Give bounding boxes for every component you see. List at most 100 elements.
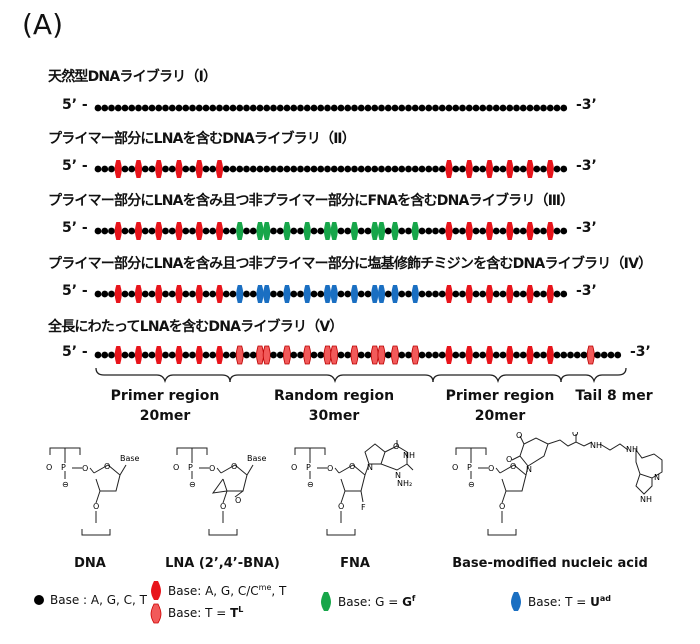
oxygen-label: O bbox=[338, 502, 344, 511]
dna-nucleotide bbox=[499, 351, 507, 359]
legend-mod-bold: U bbox=[590, 595, 600, 609]
dna-nucleotide bbox=[236, 165, 244, 173]
modified-blue-icon bbox=[511, 592, 521, 611]
lna-nucleotide bbox=[506, 285, 514, 303]
brace-tail bbox=[560, 367, 627, 384]
dna-nucleotide bbox=[290, 227, 298, 235]
lna-nucleotide bbox=[134, 160, 143, 178]
dna-nucleotide bbox=[425, 351, 433, 359]
dna-nucleotide bbox=[182, 351, 190, 359]
legend-lna-t-sup: L bbox=[238, 605, 244, 614]
dna-nucleotide bbox=[357, 227, 365, 235]
dna-nucleotide bbox=[371, 165, 379, 173]
oxygen-label: O bbox=[327, 464, 333, 473]
legend-fna-sup: f bbox=[411, 594, 416, 603]
dna-nucleotide bbox=[216, 104, 223, 112]
dna-label: DNA bbox=[74, 556, 106, 571]
fna-structure: P O ⊖ O O O F N O NH N NH₂ bbox=[291, 440, 415, 536]
three-prime-end: -3’ bbox=[630, 344, 651, 360]
minus-charge: ⊖ bbox=[468, 480, 475, 489]
dna-nucleotide bbox=[141, 351, 149, 359]
dna-nucleotide bbox=[344, 104, 352, 112]
region-name: Primer region bbox=[445, 388, 555, 404]
lna-nucleotide bbox=[526, 285, 534, 303]
dna-nucleotide bbox=[222, 227, 230, 235]
dna-nucleotide bbox=[243, 227, 250, 235]
dna-nucleotide bbox=[607, 351, 615, 359]
dna-nucleotide bbox=[513, 104, 520, 112]
legend-mod-text: Base: T = bbox=[528, 595, 591, 609]
legend-lna-sup: me bbox=[258, 583, 272, 592]
brace-primer-3 bbox=[432, 374, 562, 384]
legend-dna: Base : A, G, C, T bbox=[50, 593, 147, 607]
legend-lna-t: Base: T = TL bbox=[168, 605, 243, 620]
dna-nucleotide bbox=[479, 165, 487, 173]
legend-modified: Base: T = Uad bbox=[528, 594, 611, 609]
dna-nucleotide bbox=[459, 227, 466, 235]
dna-nucleotide bbox=[614, 351, 622, 359]
dna-nucleotide bbox=[567, 351, 574, 359]
dna-nucleotide bbox=[276, 165, 284, 173]
lna-nucleotide bbox=[485, 160, 494, 178]
lna-nucleotide bbox=[134, 346, 143, 364]
dna-nucleotide bbox=[533, 165, 541, 173]
dna-nucleotide bbox=[101, 165, 109, 173]
dna-nucleotide bbox=[600, 351, 608, 359]
legend-lna-text: Base: A, G, C/C bbox=[168, 584, 259, 598]
dna-nucleotide bbox=[317, 104, 325, 112]
dna-nucleotide bbox=[141, 104, 149, 112]
dna-nucleotide bbox=[553, 104, 561, 112]
dna-nucleotide bbox=[297, 165, 304, 173]
lna-nucleotide bbox=[195, 222, 203, 240]
dna-nucleotide bbox=[472, 227, 480, 235]
lna-nucleotide bbox=[195, 285, 203, 303]
dna-nucleotide bbox=[249, 165, 257, 173]
dna-nucleotide bbox=[209, 290, 217, 298]
lna-nucleotide bbox=[465, 346, 473, 364]
dna-structure: P O ⊖ O O O Base bbox=[46, 447, 140, 536]
library-strand-4 bbox=[94, 285, 568, 303]
dna-nucleotide bbox=[249, 227, 257, 235]
fna-nucleotide bbox=[236, 222, 244, 240]
dna-nucleotide bbox=[357, 104, 365, 112]
panel-label: (A) bbox=[22, 8, 64, 41]
dna-nucleotide bbox=[432, 165, 439, 173]
dna-nucleotide bbox=[270, 290, 277, 298]
dna-nucleotide bbox=[276, 104, 284, 112]
dna-nucleotide bbox=[398, 104, 406, 112]
dna-nucleotide bbox=[168, 165, 176, 173]
lna-nucleotide bbox=[215, 285, 224, 303]
dna-nucleotide bbox=[317, 351, 325, 359]
oxygen-label: O bbox=[516, 432, 522, 440]
fna-nucleotide bbox=[263, 222, 271, 240]
dna-nucleotide bbox=[553, 290, 561, 298]
dna-nucleotide bbox=[243, 104, 250, 112]
fna-nucleotide bbox=[350, 222, 359, 240]
dna-nucleotide bbox=[391, 104, 399, 112]
dna-nucleotide bbox=[330, 104, 338, 112]
dna-nucleotide bbox=[540, 351, 547, 359]
lna-nucleotide bbox=[215, 222, 224, 240]
fna-nucleotide bbox=[330, 222, 338, 240]
dna-nucleotide bbox=[330, 165, 338, 173]
dna-nucleotide bbox=[310, 351, 318, 359]
h-label: H bbox=[646, 495, 652, 504]
base-label: Base bbox=[247, 454, 267, 463]
fluorine-label: F bbox=[361, 503, 366, 512]
lna-nucleotide bbox=[445, 160, 453, 178]
dna-nucleotide bbox=[162, 227, 169, 235]
lna-nucleotide bbox=[445, 222, 453, 240]
fna-label: FNA bbox=[340, 556, 370, 571]
library-strand-2 bbox=[94, 160, 568, 178]
oxygen-label: O bbox=[82, 464, 88, 473]
modified-nucleotide bbox=[411, 285, 419, 303]
lna-t-nucleotide bbox=[586, 345, 595, 365]
dna-nucleotide bbox=[344, 227, 352, 235]
dna-nucleotide bbox=[425, 227, 433, 235]
dna-nucleotide bbox=[540, 227, 547, 235]
dna-nucleotide bbox=[148, 290, 156, 298]
dna-nucleotide bbox=[317, 165, 325, 173]
dna-nucleotide bbox=[101, 104, 109, 112]
dna-nucleotide bbox=[128, 351, 136, 359]
dna-nucleotide bbox=[364, 227, 372, 235]
